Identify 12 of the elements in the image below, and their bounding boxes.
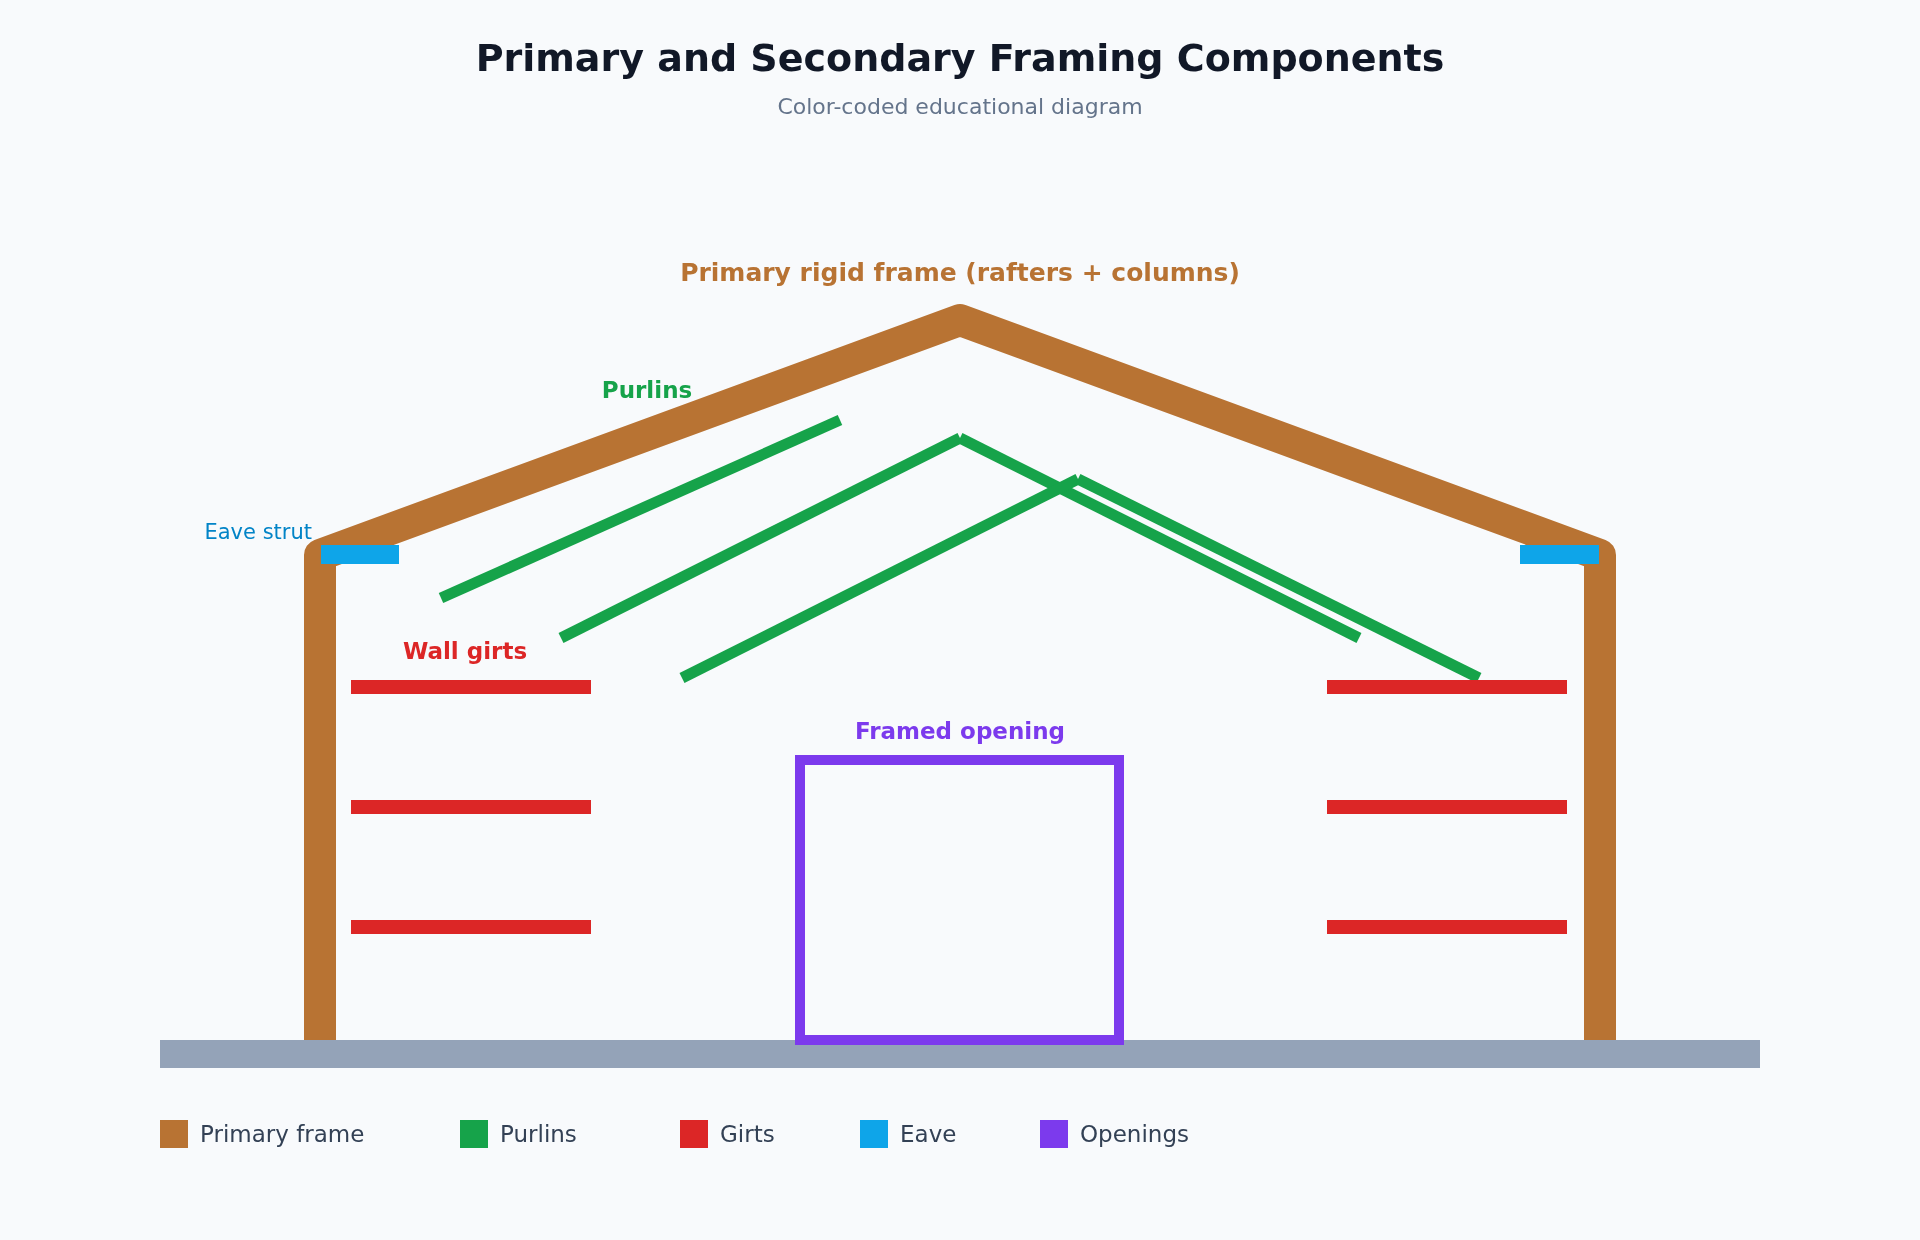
legend-label: Girts <box>720 1120 775 1148</box>
legend-label: Primary frame <box>200 1120 365 1148</box>
legend-label: Purlins <box>500 1120 577 1148</box>
component-label: Purlins <box>601 377 693 403</box>
legend-label: Eave <box>900 1120 957 1148</box>
component-label: Wall girts <box>402 638 528 664</box>
subtitle: Color-coded educational diagram <box>777 94 1143 119</box>
component-label: Primary rigid frame (rafters + columns) <box>680 258 1240 287</box>
title: Primary and Secondary Framing Components <box>475 36 1445 80</box>
component-label: Eave strut <box>204 520 312 544</box>
legend-label: Openings <box>1080 1120 1189 1148</box>
component-label: Framed opening <box>854 718 1066 744</box>
